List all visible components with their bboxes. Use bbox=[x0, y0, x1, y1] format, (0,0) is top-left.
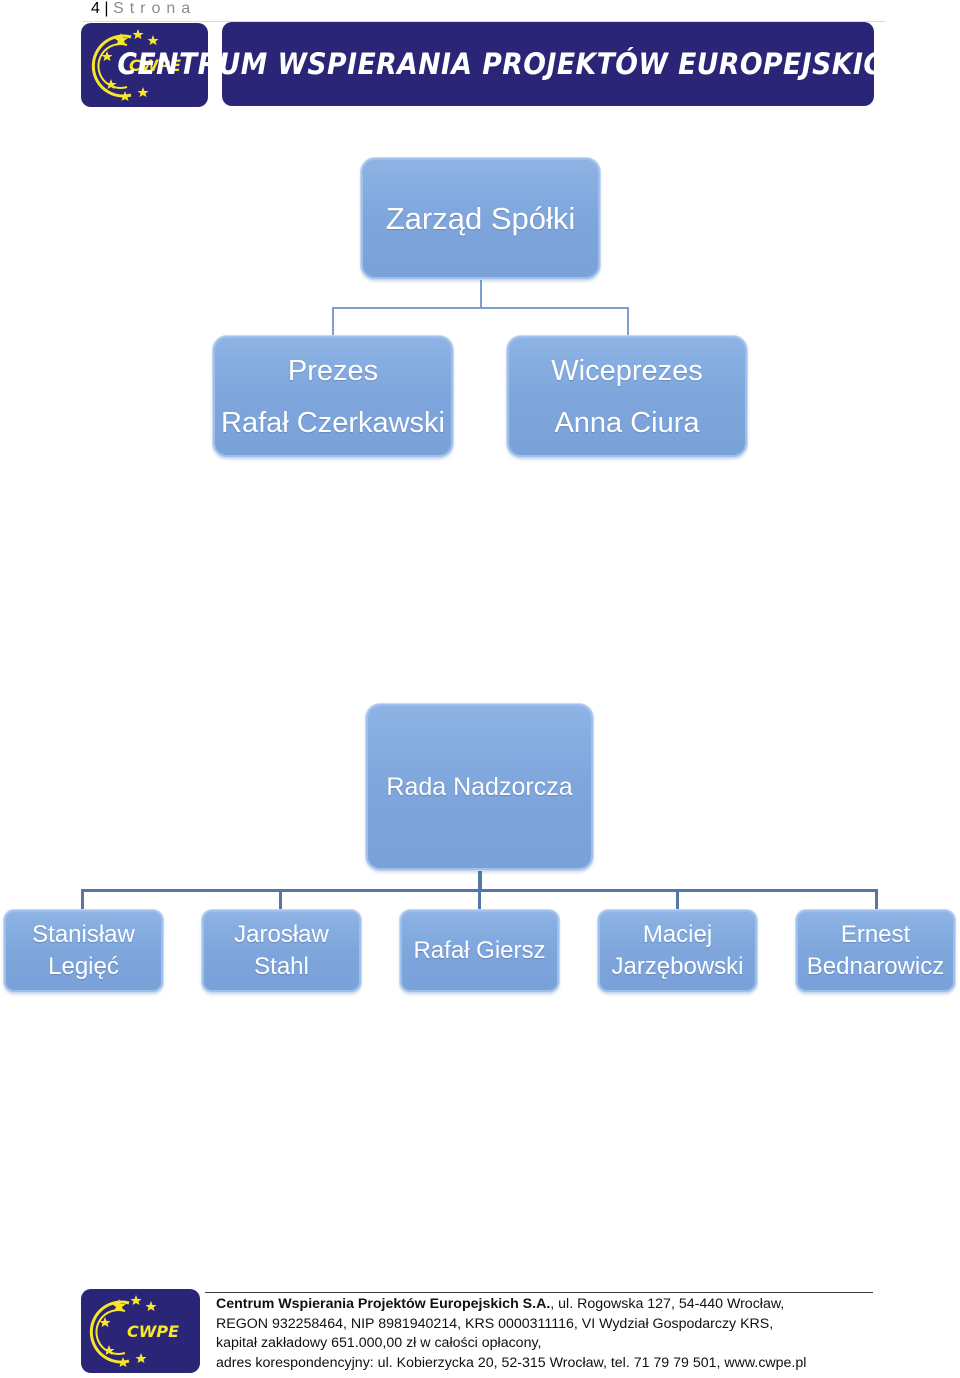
company-banner: CENTRUM WSPIERANIA PROJEKTÓW EUROPEJSKIC… bbox=[118, 22, 960, 106]
footer-cwpe-logo-graphic: CWPE bbox=[89, 1295, 179, 1367]
page-number: 4|Strona bbox=[91, 0, 196, 18]
connector-rada-down bbox=[478, 870, 482, 892]
board-member-line2: Jarzębowski bbox=[611, 953, 744, 980]
page-word: Strona bbox=[113, 0, 197, 17]
footer-company-info: Centrum Wspierania Projektów Europejskic… bbox=[216, 1295, 806, 1373]
supervisory-board-node: Rada Nadzorcza bbox=[366, 704, 593, 870]
footer-cwpe-logo: CWPE bbox=[81, 1289, 200, 1373]
board-member-line1: Rafał Giersz bbox=[413, 937, 546, 964]
connector-to-member-2 bbox=[279, 889, 282, 910]
cwpe-logo-graphic: CWPE bbox=[91, 29, 181, 101]
board-member-node: Stanisław Legięć bbox=[4, 910, 163, 992]
cwpe-logo: CWPE bbox=[81, 23, 208, 107]
board-member-line1: Stanisław bbox=[32, 921, 135, 948]
board-member-line2: Legięć bbox=[48, 953, 119, 980]
vice-president-name: Anna Ciura bbox=[554, 406, 700, 439]
connector-to-member-1 bbox=[81, 889, 84, 910]
footer-line-1: Centrum Wspierania Projektów Europejskic… bbox=[216, 1295, 806, 1315]
footer-address: , ul. Rogowska 127, 54-440 Wrocław, bbox=[550, 1296, 785, 1312]
board-member-node: Jarosław Stahl bbox=[202, 910, 361, 992]
board-member-line2: Bednarowicz bbox=[806, 953, 945, 980]
footer-cwpe-logo-text: CWPE bbox=[127, 1322, 179, 1341]
page-number-value: 4 bbox=[91, 0, 101, 17]
connector-zarzad-horizontal bbox=[332, 307, 629, 309]
management-board-node: Zarząd Spółki bbox=[361, 158, 600, 279]
connector-zarzad-down bbox=[480, 279, 482, 308]
board-member-line1: Jarosław bbox=[234, 921, 329, 948]
board-member-node: Rafał Giersz bbox=[400, 910, 559, 992]
footer-line-2: REGON 932258464, NIP 8981940214, KRS 000… bbox=[216, 1315, 774, 1332]
connector-to-member-4 bbox=[676, 889, 679, 910]
connector-to-member-3 bbox=[478, 889, 481, 910]
vice-president-role: Wiceprezes bbox=[551, 354, 703, 387]
president-node: Prezes Rafał Czerkawski bbox=[213, 336, 453, 457]
connector-to-prezes bbox=[332, 307, 334, 336]
connector-to-wiceprezes bbox=[627, 307, 629, 336]
page-number-separator: | bbox=[104, 0, 110, 17]
footer-line-4: adres korespondencyjny: ul. Kobierzycka … bbox=[216, 1354, 807, 1371]
management-board-title: Zarząd Spółki bbox=[385, 201, 576, 236]
board-member-line2: Stahl bbox=[254, 953, 309, 980]
board-member-line1: Ernest bbox=[840, 921, 911, 948]
president-name: Rafał Czerkawski bbox=[221, 406, 445, 439]
board-member-node: Ernest Bednarowicz bbox=[796, 910, 955, 992]
supervisory-board-title: Rada Nadzorcza bbox=[386, 773, 573, 801]
president-role: Prezes bbox=[287, 354, 379, 387]
banner-title: CENTRUM WSPIERANIA PROJEKTÓW EUROPEJSKIC… bbox=[117, 47, 960, 81]
footer-company-name: Centrum Wspierania Projektów Europejskic… bbox=[216, 1296, 551, 1312]
footer-line-3: kapitał zakładowy 651.000,00 zł w całośc… bbox=[216, 1335, 542, 1352]
vice-president-node: Wiceprezes Anna Ciura bbox=[507, 336, 747, 457]
board-member-node: Maciej Jarzębowski bbox=[598, 910, 757, 992]
footer-rule bbox=[205, 1292, 873, 1293]
connector-to-member-5 bbox=[875, 889, 878, 910]
header-rule bbox=[83, 21, 885, 22]
cwpe-logo-text: CWPE bbox=[129, 56, 181, 75]
board-member-line1: Maciej bbox=[642, 921, 713, 948]
